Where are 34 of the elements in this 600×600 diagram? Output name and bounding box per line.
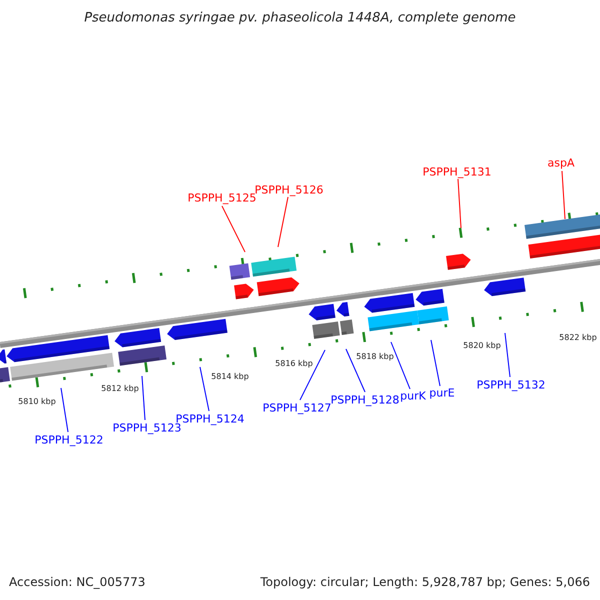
tick-label: 5822 kbp <box>559 334 597 342</box>
leader-line <box>278 196 288 248</box>
leader-line <box>562 170 566 220</box>
gene-label: aspA <box>548 158 574 168</box>
gene-label: PSPPH_5125 <box>188 192 256 204</box>
gene-label: purE <box>429 388 455 398</box>
tick-label: 5812 kbp <box>101 385 139 393</box>
gene-label: PSPPH_5122 <box>34 434 104 446</box>
gene-label: PSPPH_5132 <box>476 380 546 390</box>
leader-line <box>346 348 366 392</box>
leader-line <box>200 366 210 412</box>
gene-label: PSPPH_5128 <box>330 394 400 406</box>
tick-label: 5818 kbp <box>356 353 394 361</box>
leader-line <box>222 206 246 252</box>
leader-line <box>300 350 326 400</box>
leader-line <box>458 178 462 228</box>
leader-line <box>60 388 68 432</box>
gene-label: PSPPH_5131 <box>422 166 492 178</box>
gene-label: PSPPH_5126 <box>254 184 324 196</box>
genome-info-label: Topology: circular; Length: 5,928,787 bp; Genes: 5,066 <box>260 576 590 588</box>
tick-label: 5816 kbp <box>275 360 313 368</box>
leader-line <box>430 340 440 386</box>
accession-label: Accession: NC_005773 <box>9 576 146 588</box>
leader-line <box>390 342 410 390</box>
gene-label: PSPPH_5127 <box>262 402 332 414</box>
tick-label: 5810 kbp <box>18 398 56 406</box>
gene-label: purK <box>400 390 426 402</box>
leader-line <box>142 376 146 420</box>
tick-label: 5814 kbp <box>211 373 249 381</box>
gene-label: PSPPH_5124 <box>176 414 244 424</box>
gene-label: PSPPH_5123 <box>112 422 182 434</box>
leader-line <box>504 332 510 378</box>
tick-label: 5820 kbp <box>463 342 501 350</box>
title: Pseudomonas syringae pv. phaseolicola 1448A, complete genome <box>84 12 516 24</box>
